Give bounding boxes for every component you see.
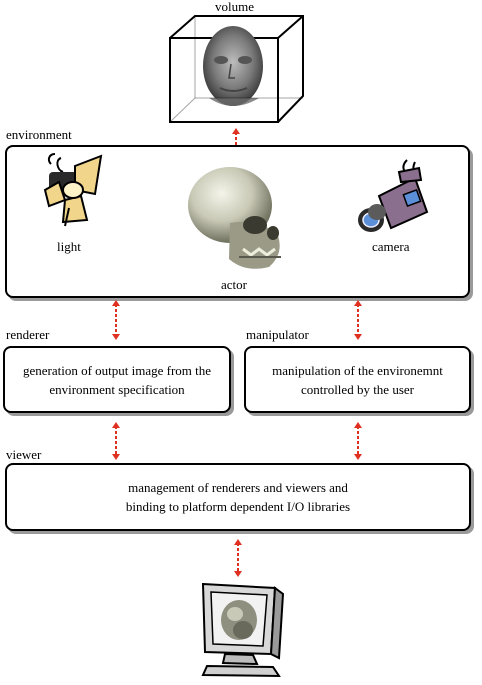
renderer-label: renderer	[6, 327, 50, 342]
arrow-viewer-monitor	[234, 539, 242, 577]
viewer-box: management of renderers and viewers and …	[5, 463, 471, 531]
renderer-description: generation of output image from the envi…	[22, 362, 212, 397]
monitor-icon	[201, 582, 285, 678]
manipulator-box: manipulation of the environemnt controll…	[244, 346, 471, 413]
arrow-renderer-viewer	[112, 422, 120, 460]
actor-label: actor	[221, 277, 247, 292]
camera-label: camera	[372, 239, 410, 254]
video-camera-icon	[358, 159, 429, 232]
spotlight-icon	[43, 153, 103, 227]
light-label: light	[57, 239, 81, 254]
skull-actor-icon	[188, 167, 281, 269]
renderer-box: generation of output image from the envi…	[3, 346, 231, 413]
arrow-manipulator-viewer	[354, 422, 362, 460]
viewer-label: viewer	[6, 447, 42, 462]
environment-label: environment	[6, 127, 72, 142]
arrow-environment-renderer	[112, 300, 120, 340]
volume-label: volume	[215, 0, 254, 14]
arrow-environment-manipulator	[354, 300, 362, 340]
volume-cube-head-icon	[169, 15, 304, 123]
manipulator-description: manipulation of the environemnt controll…	[272, 362, 443, 397]
manipulator-label: manipulator	[246, 327, 309, 342]
viewer-description: management of renderers and viewers and …	[125, 480, 351, 514]
